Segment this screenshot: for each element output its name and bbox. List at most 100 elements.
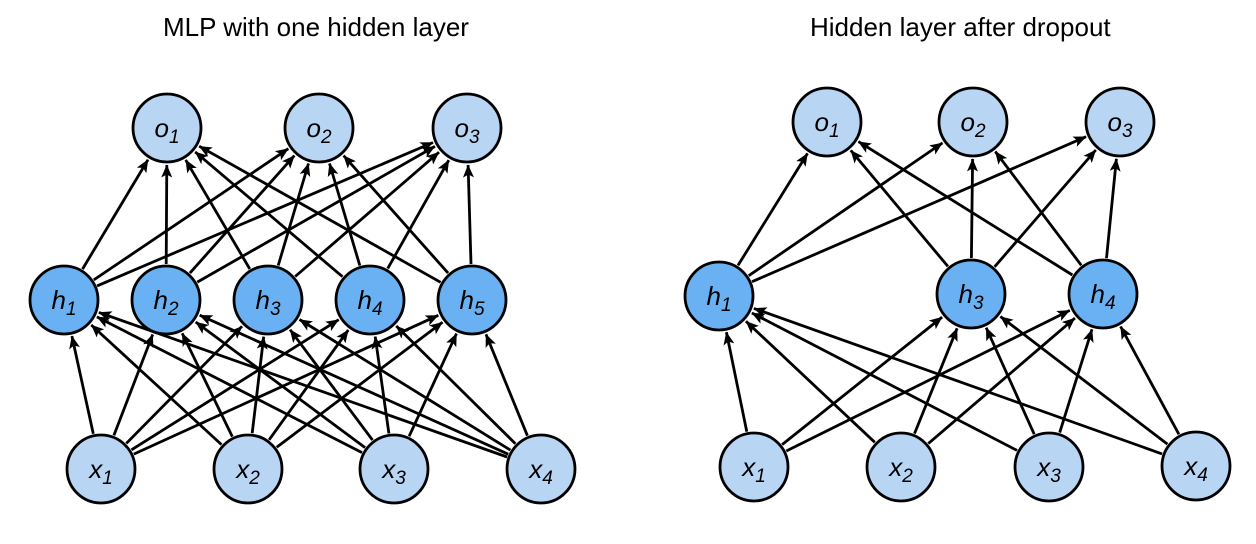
node-label: h4 — [1090, 279, 1115, 314]
node-label: h2 — [153, 285, 178, 320]
node-mlp-o2: o2 — [283, 92, 355, 164]
edge-h4-o3 — [386, 159, 451, 270]
node-dropout-o1: o1 — [791, 86, 863, 158]
edge-h1-o3 — [751, 135, 1087, 283]
edge-x4-h5 — [484, 333, 529, 437]
input-unit-circle — [718, 431, 790, 503]
edge-h5-o3 — [462, 164, 474, 265]
node-label: x4 — [527, 454, 553, 489]
edge-x4-h1 — [753, 307, 1163, 456]
output-unit-circle — [791, 86, 863, 158]
node-label: h4 — [357, 285, 382, 320]
node-label: o2 — [960, 107, 985, 142]
node-label: o3 — [454, 113, 479, 148]
edge-x2-h1 — [745, 320, 876, 444]
hidden-unit-circle — [436, 264, 508, 336]
node-mlp-h4: h4 — [334, 264, 406, 336]
node-dropout-x2: x2 — [865, 431, 937, 503]
hidden-unit-circle — [935, 258, 1007, 330]
edge-h1-o3 — [96, 141, 434, 288]
node-dropout-h4: h4 — [1067, 258, 1139, 330]
edge-x1-h4 — [785, 309, 1071, 453]
hidden-unit-circle — [28, 264, 100, 336]
edge-x2-h1 — [90, 323, 223, 446]
edge-x3-h2 — [194, 320, 366, 449]
node-label: x2 — [887, 452, 913, 487]
input-unit-circle — [212, 433, 284, 505]
edge-x4-h1 — [98, 311, 508, 459]
node-label: h3 — [958, 279, 983, 314]
edge-x3-h5 — [407, 333, 458, 437]
edge-x4-h4 — [395, 325, 517, 445]
edge-x1-h1 — [69, 335, 95, 435]
edge-x3-h1 — [751, 311, 1018, 452]
node-label: o3 — [1107, 107, 1132, 142]
edge-x1-h3 — [125, 325, 243, 445]
edge-h3-o1 — [184, 159, 252, 270]
node-mlp-h3: h3 — [232, 264, 304, 336]
output-unit-circle — [283, 92, 355, 164]
node-label: x4 — [1182, 451, 1208, 486]
node-label: h1 — [706, 281, 731, 316]
edge-x4-h2 — [199, 313, 509, 456]
node-label: x3 — [380, 454, 406, 489]
edge-x3-h4 — [371, 336, 391, 434]
input-unit-circle — [65, 433, 137, 505]
edge-h1-o2 — [93, 147, 290, 282]
edge-x1-h3 — [781, 316, 943, 446]
edge-x4-h4 — [1119, 325, 1181, 435]
edge-h4-o1 — [857, 140, 1074, 277]
node-dropout-o2: o2 — [937, 86, 1009, 158]
edge-h4-o1 — [194, 150, 344, 278]
edge-h4-o2 — [327, 163, 362, 266]
input-unit-circle — [1013, 431, 1085, 503]
hidden-unit-circle — [334, 264, 406, 336]
node-label: h5 — [459, 285, 484, 320]
edge-h2-o1 — [161, 164, 173, 265]
node-label: o1 — [814, 107, 839, 142]
output-unit-circle — [1084, 86, 1156, 158]
node-label: h3 — [255, 285, 280, 320]
input-unit-circle — [505, 433, 577, 505]
edge-h5-o2 — [342, 154, 450, 275]
panel-title-dropout: Hidden layer after dropout — [810, 12, 1111, 42]
edge-x3-h3 — [288, 328, 374, 441]
input-unit-circle — [358, 433, 430, 505]
edge-x2-h4 — [267, 329, 350, 441]
hidden-unit-circle — [130, 264, 202, 336]
output-unit-circle — [937, 86, 1009, 158]
node-label: x1 — [87, 454, 113, 489]
node-mlp-h5: h5 — [436, 264, 508, 336]
edge-x4-h3 — [298, 318, 512, 452]
hidden-unit-circle — [232, 264, 304, 336]
edge-h3-o1 — [849, 149, 949, 268]
edge-x1-h5 — [133, 314, 439, 456]
node-dropout-x1: x1 — [718, 431, 790, 503]
panel-dropout: o1 o2 o3 h1 h3 h4 x1 x2 x3 x4 — [683, 86, 1232, 503]
node-dropout-h3: h3 — [935, 258, 1007, 330]
edge-h4-o2 — [994, 150, 1083, 267]
edge-h2-o3 — [196, 145, 436, 284]
node-dropout-x4: x4 — [1160, 430, 1232, 502]
hidden-unit-circle — [683, 260, 755, 332]
edge-h5-o1 — [198, 144, 442, 284]
node-mlp-x3: x3 — [358, 433, 430, 505]
node-label: o2 — [306, 113, 331, 148]
node-mlp-h2: h2 — [130, 264, 202, 336]
edge-h3-o2 — [966, 158, 978, 259]
edge-h4-o3 — [1105, 158, 1121, 259]
edge-x3-h3 — [984, 327, 1036, 435]
input-unit-circle — [865, 431, 937, 503]
edge-x2-h4 — [927, 317, 1076, 445]
node-mlp-x4: x4 — [505, 433, 577, 505]
output-unit-circle — [131, 92, 203, 164]
node-dropout-o3: o3 — [1084, 86, 1156, 158]
edge-x2-h3 — [250, 336, 268, 434]
node-label: x1 — [740, 452, 766, 487]
node-label: x3 — [1035, 452, 1061, 487]
node-mlp-x2: x2 — [212, 433, 284, 505]
node-mlp-x1: x1 — [65, 433, 137, 505]
